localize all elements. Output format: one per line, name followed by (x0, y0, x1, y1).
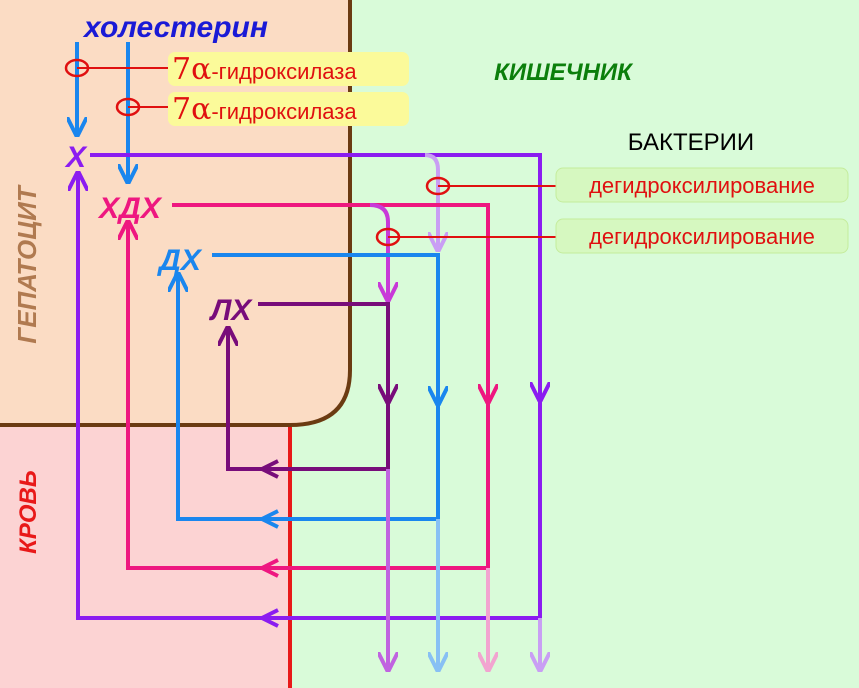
intestine-label: КИШЕЧНИК (494, 59, 634, 86)
dehydroxylation-label-2: дегидроксилирование (589, 224, 815, 249)
cholesterol-title: холестерин (82, 11, 268, 44)
hydroxylase-suffix-1: -гидроксилаза (211, 59, 357, 84)
lx-blood-arrowhead (257, 459, 279, 479)
dehydroxylation-label-1: дегидроксилирование (589, 173, 815, 198)
blood-region (0, 425, 290, 688)
dx-blood-arrowhead (257, 509, 279, 529)
hydroxylase-label-2: 7α-гидроксилаза (172, 92, 357, 127)
hydroxylase-label-1: 7α-гидроксилаза (172, 52, 357, 87)
hdx-blood-arrowhead (257, 558, 279, 578)
hydroxylase-box-1 (168, 52, 409, 86)
hydroxylase-prefix-2: 7α (172, 92, 211, 127)
compound-hdx-label: ХДХ (97, 192, 163, 225)
dehydroxylation-box-1 (555, 167, 849, 203)
bacteria-label: БАКТЕРИИ (628, 129, 754, 156)
x-reabsorption-path (78, 175, 542, 620)
hydroxylase-suffix-2: -гидроксилаза (211, 99, 357, 124)
hdx-secretion-path (172, 203, 488, 400)
lx-reabsorption-path (228, 330, 390, 471)
x-secretion-path (90, 153, 540, 398)
dx-reabsorption-path (178, 276, 440, 521)
hdx-reabsorption-path (128, 224, 490, 570)
compound-lx-label: ЛХ (209, 294, 254, 327)
lx-secretion-path (258, 302, 388, 400)
blood-label: КРОВЬ (15, 470, 42, 554)
x-to-dx-conversion (424, 153, 438, 248)
dehydroxylation-1-marker (425, 176, 451, 196)
dehydroxylation-2-marker (375, 227, 401, 247)
dehydroxylation-box-2 (555, 218, 849, 254)
hepatocyte-label: ГЕПАТОЦИТ (12, 184, 42, 344)
hydroxylase-1-marker (64, 58, 90, 78)
hepatocyte-membrane (0, 0, 352, 427)
dx-secretion-path (212, 253, 438, 402)
hydroxylase-prefix-1: 7α (172, 52, 211, 87)
hdx-to-lx-conversion (369, 203, 388, 298)
hydroxylase-box-2 (168, 92, 409, 126)
compound-x-label: Х (64, 141, 88, 174)
x-blood-arrowhead (257, 608, 279, 628)
hydroxylase-2-marker (115, 97, 141, 117)
compound-dx-label: ДХ (156, 244, 203, 277)
